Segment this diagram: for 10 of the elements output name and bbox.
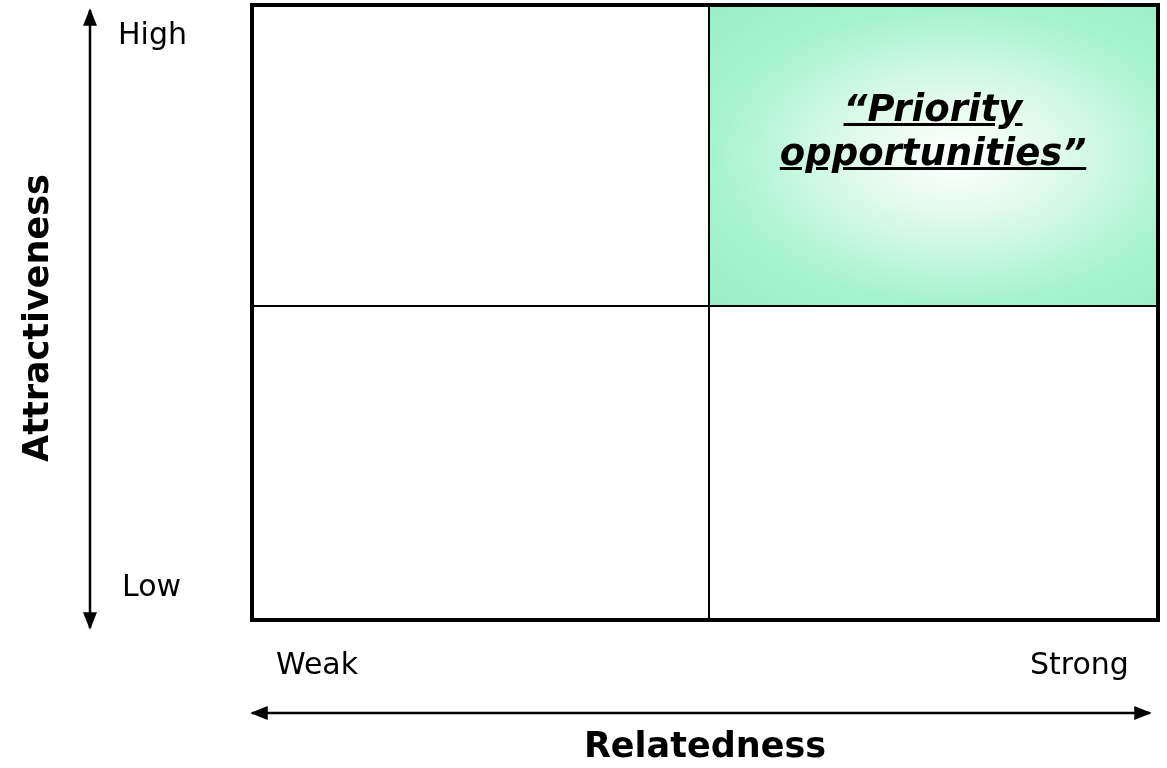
quadrant-box bbox=[709, 306, 1160, 622]
quadrant-box bbox=[250, 306, 709, 622]
axis-label: Relatedness bbox=[583, 725, 827, 765]
axis-label: Strong bbox=[1030, 646, 1129, 681]
axis-label: Low bbox=[122, 568, 182, 603]
quadrant-box bbox=[709, 3, 1160, 306]
axis-label: Weak bbox=[276, 646, 359, 681]
axis-label: Attractiveness bbox=[16, 174, 56, 462]
quadrant-title: “Priority opportunities” bbox=[778, 86, 1088, 176]
axis-label: High bbox=[118, 16, 187, 51]
